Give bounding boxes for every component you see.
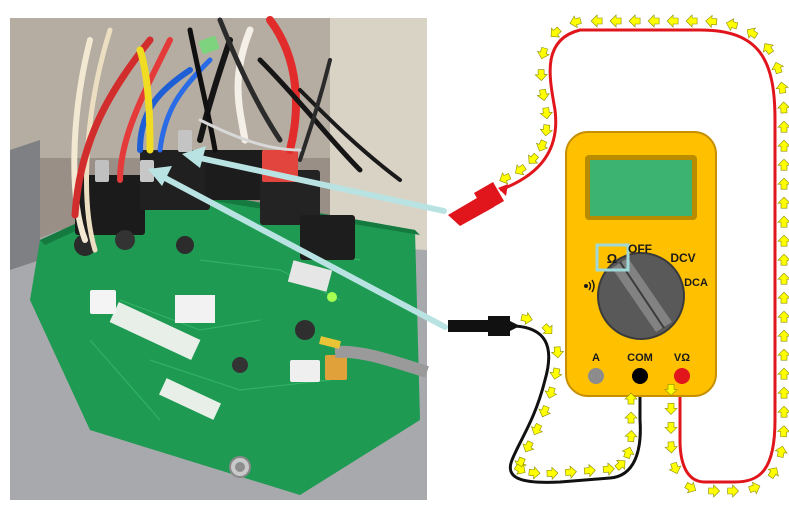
chevron-arrow-icon [535,139,549,152]
chevron-arrow-icon [564,465,577,479]
chevron-arrow-icon [746,27,759,39]
chevron-arrow-icon [748,481,761,495]
chevron-arrow-icon [546,466,559,481]
current-flow-arrows [499,14,789,498]
chevron-arrow-icon [664,441,678,454]
chevron-arrow-icon [624,430,638,442]
chevron-arrow-icon [708,484,721,498]
chevron-arrow-icon [544,386,558,399]
chevron-arrow-icon [777,196,789,209]
chevron-arrow-icon [513,463,526,475]
chevron-arrow-icon [550,346,565,359]
ohm-selection-box [595,243,630,272]
chevron-arrow-icon [777,253,789,266]
chevron-arrow-icon [777,405,789,418]
chevron-arrow-icon [590,14,603,28]
chevron-arrow-icon [624,411,638,424]
circuit-board-photo [10,16,429,500]
jack-label-a: A [592,352,600,364]
chevron-arrow-icon [762,43,775,55]
chevron-arrow-icon [614,459,626,471]
chevron-arrow-icon [666,14,679,28]
chevron-arrow-icon [539,124,554,137]
chevron-arrow-icon [777,158,789,171]
chevron-arrow-icon [621,446,635,459]
chevron-arrow-icon [777,101,789,114]
chevron-arrow-icon [647,14,660,28]
chevron-arrow-icon [777,329,789,342]
volt-ohm-jack[interactable] [674,368,690,384]
chevron-arrow-icon [727,484,740,498]
chevron-arrow-icon [541,323,553,335]
chevron-arrow-icon [777,291,789,304]
chevron-arrow-icon [777,215,789,228]
chevron-arrow-icon [539,107,553,120]
chevron-arrow-icon [569,15,582,29]
red-test-lead [448,28,777,484]
com-jack[interactable] [632,368,648,384]
chevron-arrow-icon [609,14,622,28]
chevron-arrow-icon [628,14,641,28]
chevron-arrow-icon [777,310,789,323]
chevron-arrow-icon [664,422,678,434]
chevron-arrow-icon [522,440,535,453]
chevron-arrow-icon [777,386,789,399]
chevron-arrow-icon [624,392,638,405]
chevron-arrow-icon [725,18,739,32]
chevron-arrow-icon [520,311,533,325]
chevron-arrow-icon [664,403,678,415]
dial-label-dcv: DCV [670,251,695,265]
chevron-arrow-icon [705,14,718,29]
chevron-arrow-icon [777,367,789,380]
sound-wave-icon [584,279,595,293]
chevron-arrow-icon [775,81,789,94]
chevron-arrow-icon [549,367,563,380]
chevron-arrow-icon [499,171,512,185]
dial-label-dca: DCA [684,277,708,289]
chevron-arrow-icon [771,61,785,75]
amp-jack[interactable] [588,368,604,384]
multimeter: Ω OFF DCV DCA A COM VΩ [565,131,717,397]
chevron-arrow-icon [776,425,789,438]
meter-display [590,160,692,216]
jack-label-vohm: VΩ [674,352,690,364]
chevron-arrow-icon [538,405,551,418]
dial-label-ohm: Ω [607,251,617,266]
chevron-arrow-icon [528,466,541,480]
chevron-arrow-icon [684,481,697,494]
chevron-arrow-icon [777,348,789,361]
chevron-arrow-icon [583,463,596,478]
chevron-arrow-icon [536,46,550,60]
chevron-arrow-icon [777,234,789,247]
dial-label-off: OFF [628,242,652,256]
chevron-arrow-icon [530,422,544,436]
chevron-arrow-icon [777,139,789,152]
chevron-arrow-icon [777,177,789,190]
jack-label-com: COM [627,352,653,364]
chevron-arrow-icon [767,467,779,479]
black-test-lead [448,316,642,484]
chevron-arrow-icon [777,120,789,133]
chevron-arrow-icon [528,152,540,164]
chevron-arrow-icon [602,462,615,476]
chevron-arrow-icon [777,272,789,285]
chevron-arrow-icon [668,461,682,474]
chevron-arrow-icon [774,445,788,458]
chevron-arrow-icon [515,164,527,176]
chevron-arrow-icon [664,384,678,396]
chevron-arrow-icon [550,26,562,38]
chevron-arrow-icon [536,88,550,101]
pointer-arrows [148,146,448,330]
chevron-arrow-icon [534,69,548,82]
chevron-arrow-icon [685,14,698,28]
